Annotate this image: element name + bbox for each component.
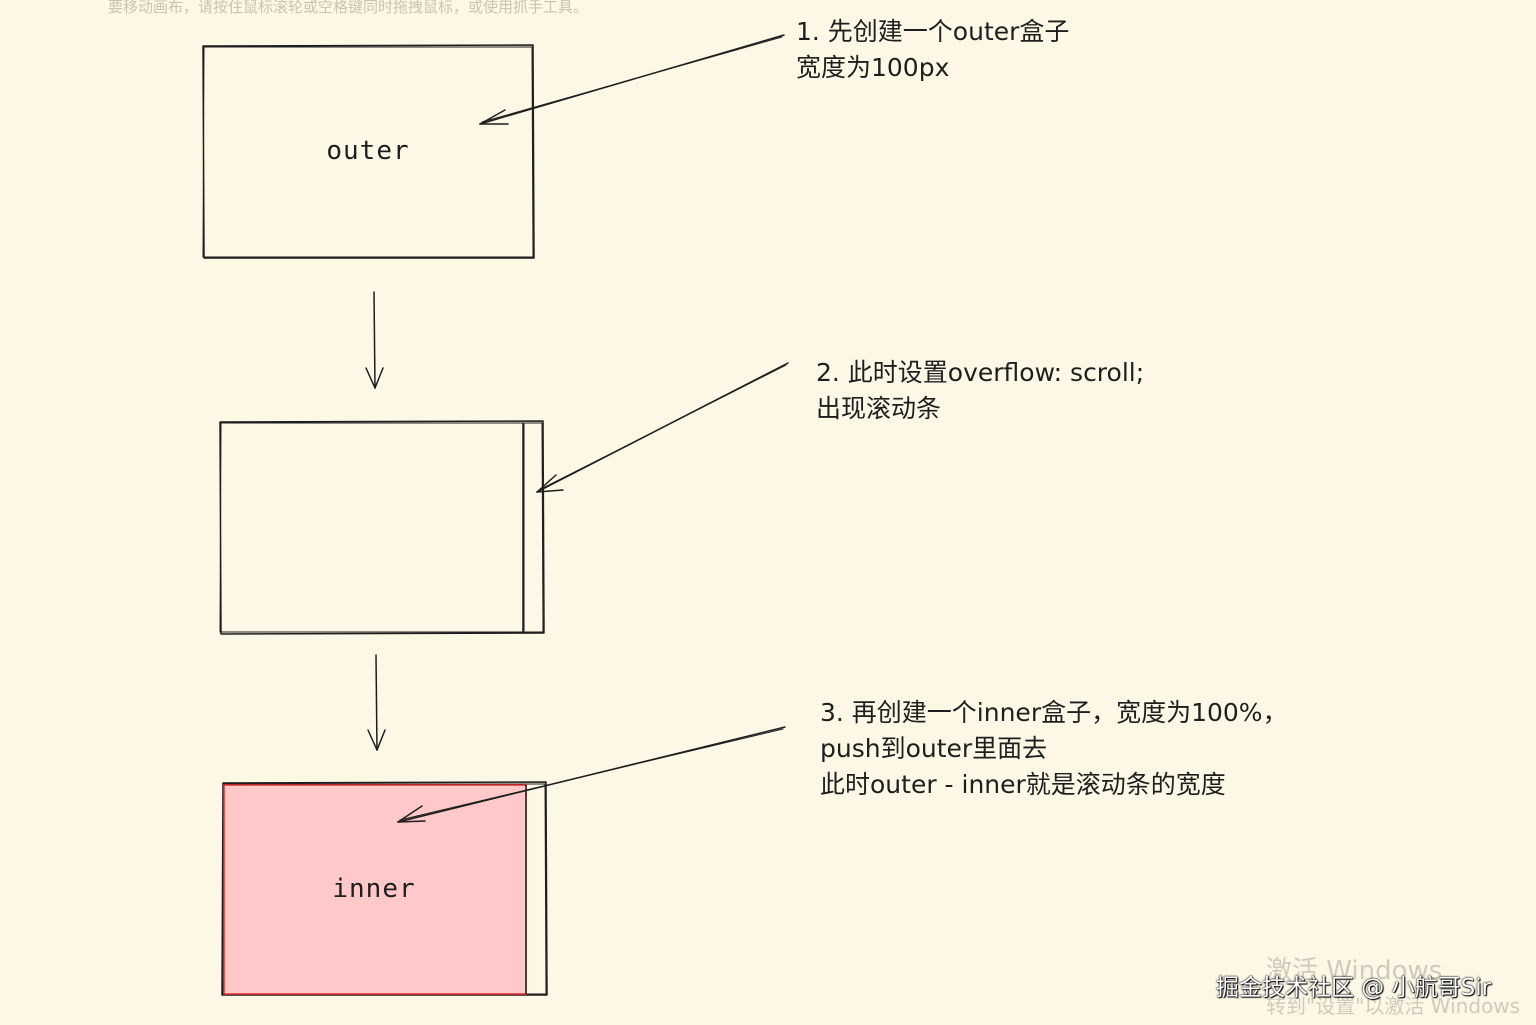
- note-step1-line1: 1. 先创建一个outer盒子: [796, 17, 1070, 46]
- note-step2: 2. 此时设置overflow: scroll; 出现滚动条: [816, 355, 1144, 427]
- down-arrow-2: [367, 654, 386, 751]
- down-arrow-1: [365, 291, 384, 389]
- note-step3: 3. 再创建一个inner盒子，宽度为100%， push到outer里面去 此…: [820, 695, 1288, 803]
- note-step3-line3: 此时outer - inner就是滚动条的宽度: [820, 770, 1226, 799]
- note-step1-line2: 宽度为100px: [796, 53, 950, 82]
- note-step3-line2: push到outer里面去: [820, 734, 1048, 763]
- note-step1: 1. 先创建一个outer盒子 宽度为100px: [796, 14, 1069, 86]
- note-step3-line1: 3. 再创建一个inner盒子，宽度为100%，: [820, 698, 1288, 727]
- arrow-step2: [536, 362, 789, 493]
- activate-windows-watermark: 激活 Windows: [1266, 956, 1443, 986]
- source-watermark: 掘金技术社区 @ 小航哥Sir: [1216, 975, 1492, 1001]
- goto-settings-watermark: 转到"设置"以激活 Windows: [1266, 994, 1521, 1018]
- canvas-hint: 要移动画布，请按住鼠标滚轮或空格键同时拖拽鼠标，或使用抓手工具。: [108, 0, 589, 16]
- scrollbar[interactable]: [522, 422, 525, 633]
- arrow-step3: [397, 726, 786, 823]
- arrow-step1: [479, 34, 785, 125]
- outer-box[interactable]: [202, 44, 535, 259]
- inner-box[interactable]: [223, 784, 527, 995]
- outer-label: outer: [326, 136, 410, 166]
- note-step2-line1: 2. 此时设置overflow: scroll;: [816, 358, 1145, 387]
- inner-label: inner: [332, 874, 416, 904]
- note-step2-line2: 出现滚动条: [816, 394, 942, 423]
- outer-scroll-box[interactable]: [219, 420, 545, 635]
